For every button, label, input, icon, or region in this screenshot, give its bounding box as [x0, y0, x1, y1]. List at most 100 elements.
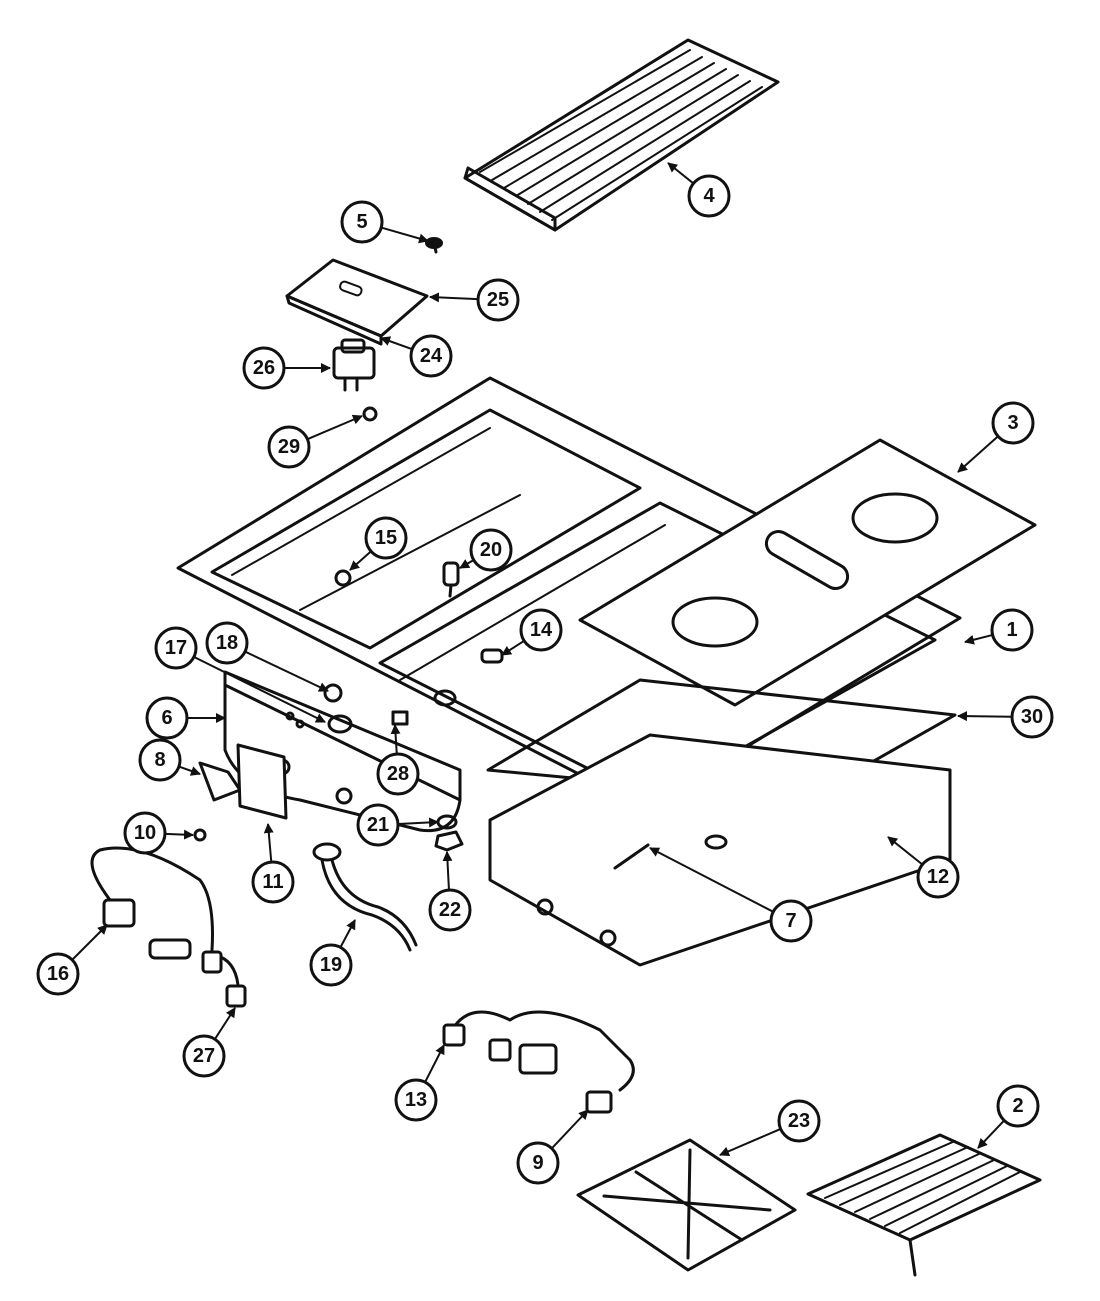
callout-leader-9 — [550, 1109, 589, 1150]
callout-leader-29 — [307, 414, 363, 441]
callout-leader-1 — [964, 633, 993, 645]
callout-label-4: 4 — [703, 185, 715, 207]
callout-circle-7 — [769, 899, 813, 943]
callout-label-23: 23 — [788, 1110, 810, 1132]
callout-leader-7 — [649, 847, 774, 913]
callout-circle-23 — [777, 1099, 821, 1143]
callout-circle-1 — [990, 608, 1034, 652]
callout-label-7: 7 — [785, 910, 796, 932]
callout-leader-8 — [178, 765, 201, 776]
callout-circle-22 — [428, 888, 472, 932]
callout-leader-11 — [263, 823, 274, 863]
callout-label-24: 24 — [420, 345, 443, 367]
callout-circle-20 — [469, 528, 513, 572]
callout-label-30: 30 — [1021, 706, 1043, 728]
callout-label-20: 20 — [480, 539, 502, 561]
callout-leader-21 — [397, 817, 439, 828]
part-bracket-and-plate — [193, 743, 288, 842]
callout-circle-16 — [36, 952, 80, 996]
callout-leader-23 — [719, 1127, 782, 1157]
callout-circle-24 — [409, 334, 453, 378]
part-nut-washer — [434, 814, 464, 852]
callout-label-28: 28 — [387, 763, 409, 785]
callout-circle-6 — [145, 696, 189, 740]
callout-label-21: 21 — [367, 814, 389, 836]
callout-circle-5 — [340, 200, 384, 244]
part-switch — [332, 338, 376, 392]
callout-circle-27 — [182, 1034, 226, 1078]
callout-label-27: 27 — [193, 1045, 215, 1067]
callout-leader-4 — [667, 162, 695, 185]
callout-leader-27 — [214, 1007, 236, 1040]
callout-circle-21 — [356, 803, 400, 847]
callout-label-10: 10 — [134, 822, 156, 844]
part-top-plate — [578, 438, 1037, 707]
part-gas-tube-left — [90, 846, 247, 1008]
callout-leader-30 — [957, 711, 1013, 722]
callout-label-17: 17 — [165, 637, 187, 659]
callout-circle-2 — [996, 1084, 1040, 1128]
callout-leader-28 — [390, 724, 401, 755]
callout-circle-8 — [138, 738, 182, 782]
callout-circle-3 — [991, 401, 1035, 445]
callout-label-13: 13 — [405, 1089, 427, 1111]
callout-circle-25 — [476, 278, 520, 322]
part-switch-cover — [285, 258, 429, 346]
callout-circle-9 — [516, 1141, 560, 1185]
callout-label-26: 26 — [253, 357, 275, 379]
part-drain-tube — [312, 842, 418, 952]
callout-label-16: 16 — [47, 963, 69, 985]
callout-label-22: 22 — [439, 899, 461, 921]
part-screw — [425, 237, 443, 254]
callout-label-6: 6 — [161, 707, 172, 729]
part-gas-tube-center — [442, 1010, 635, 1114]
callout-leader-14 — [501, 639, 525, 656]
callout-label-8: 8 — [154, 749, 165, 771]
callout-label-11: 11 — [262, 871, 283, 893]
callout-circle-30 — [1010, 695, 1054, 739]
callout-label-1: 1 — [1006, 619, 1017, 641]
callout-label-3: 3 — [1007, 412, 1018, 434]
callout-circle-19 — [309, 943, 353, 987]
part-grill-grid — [806, 1133, 1042, 1277]
callout-label-12: 12 — [927, 866, 949, 888]
callout-leader-16 — [71, 924, 108, 961]
callout-label-15: 15 — [375, 527, 397, 549]
callout-circle-4 — [687, 174, 731, 218]
callout-label-9: 9 — [532, 1152, 543, 1174]
callout-label-19: 19 — [320, 954, 342, 976]
callout-leader-10 — [164, 829, 194, 840]
callout-circle-12 — [916, 855, 960, 899]
callout-leader-20 — [459, 559, 475, 569]
callout-leader-17 — [193, 656, 326, 723]
callout-leader-24 — [380, 336, 413, 351]
callout-label-2: 2 — [1012, 1095, 1023, 1117]
callout-circle-10 — [123, 811, 167, 855]
callout-circle-14 — [519, 608, 563, 652]
callout-circle-13 — [394, 1078, 438, 1122]
callout-circle-17 — [154, 626, 198, 670]
callout-circle-15 — [364, 516, 408, 560]
callout-label-14: 14 — [530, 619, 553, 641]
callout-leader-22 — [442, 851, 453, 891]
callout-label-18: 18 — [216, 632, 238, 654]
part-burner-grate — [576, 1138, 797, 1272]
callout-leader-19 — [339, 919, 356, 948]
callout-circle-11 — [251, 860, 295, 904]
part-grill-grate — [463, 38, 780, 232]
part-nut-29 — [362, 406, 378, 422]
callout-leader-12 — [887, 836, 924, 866]
callout-circle-18 — [205, 621, 249, 665]
callout-leader-25 — [429, 292, 479, 303]
callout-leader-15 — [349, 550, 372, 571]
callout-circle-28 — [376, 752, 420, 796]
callout-label-25: 25 — [487, 289, 509, 311]
callout-leader-13 — [424, 1044, 445, 1083]
callout-circle-29 — [267, 425, 311, 469]
callout-label-5: 5 — [356, 211, 367, 233]
callout-leader-5 — [380, 226, 429, 244]
part-fittings — [323, 561, 504, 734]
callout-label-29: 29 — [278, 436, 300, 458]
